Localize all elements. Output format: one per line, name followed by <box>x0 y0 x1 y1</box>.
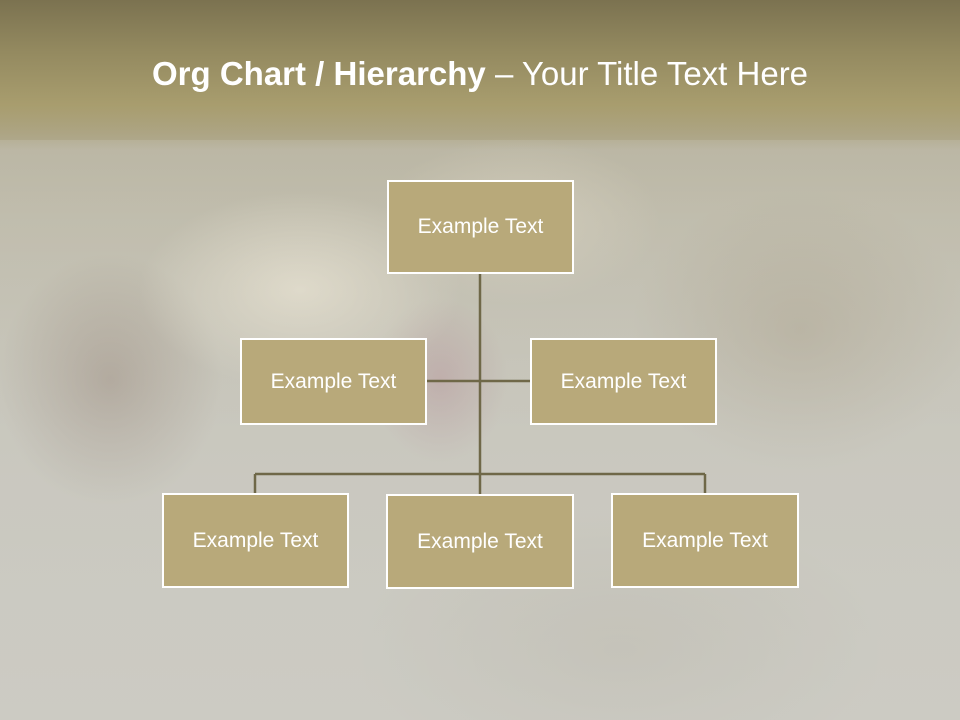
org-node-assistant-left[interactable]: Example Text <box>240 338 427 425</box>
org-node-child-right[interactable]: Example Text <box>611 493 799 588</box>
org-node-root[interactable]: Example Text <box>387 180 574 274</box>
header-band <box>0 0 960 150</box>
title-rest: Your Title Text Here <box>521 55 809 92</box>
title-separator: – <box>485 55 522 92</box>
org-node-assistant-right[interactable]: Example Text <box>530 338 717 425</box>
title-bold: Org Chart / Hierarchy <box>152 55 486 92</box>
org-node-child-left[interactable]: Example Text <box>162 493 349 588</box>
slide-title: Org Chart / Hierarchy – Your Title Text … <box>152 52 932 96</box>
org-node-child-middle[interactable]: Example Text <box>386 494 574 589</box>
